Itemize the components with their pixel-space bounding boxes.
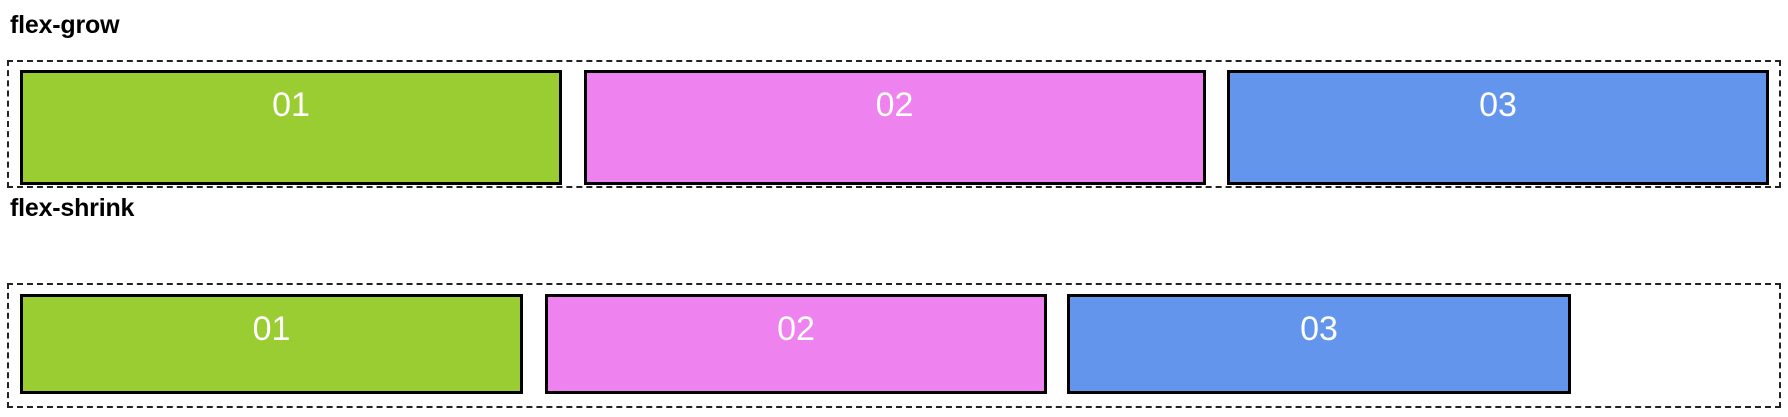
flex-grow-item-01-label: 01	[272, 86, 310, 124]
flex-shrink-item-02-label: 02	[777, 310, 815, 348]
flex-shrink-container: 01 02 03	[7, 283, 1781, 408]
flex-grow-item-03-label: 03	[1479, 86, 1517, 124]
section-title-flex-shrink: flex-shrink	[10, 194, 135, 222]
flex-grow-item-01: 01	[20, 70, 562, 185]
section-title-flex-grow: flex-grow	[10, 11, 120, 39]
flex-shrink-item-01: 01	[20, 294, 523, 394]
flex-grow-container: 01 02 03	[7, 60, 1781, 188]
flex-grow-item-02-label: 02	[875, 86, 914, 124]
flex-grow-item-03: 03	[1227, 70, 1769, 185]
flex-shrink-item-03: 03	[1067, 294, 1571, 394]
flex-shrink-item-02: 02	[545, 294, 1047, 394]
flex-shrink-item-03-label: 03	[1300, 310, 1338, 348]
flex-grow-item-02: 02	[583, 70, 1206, 185]
flex-shrink-item-01-label: 01	[252, 310, 291, 348]
